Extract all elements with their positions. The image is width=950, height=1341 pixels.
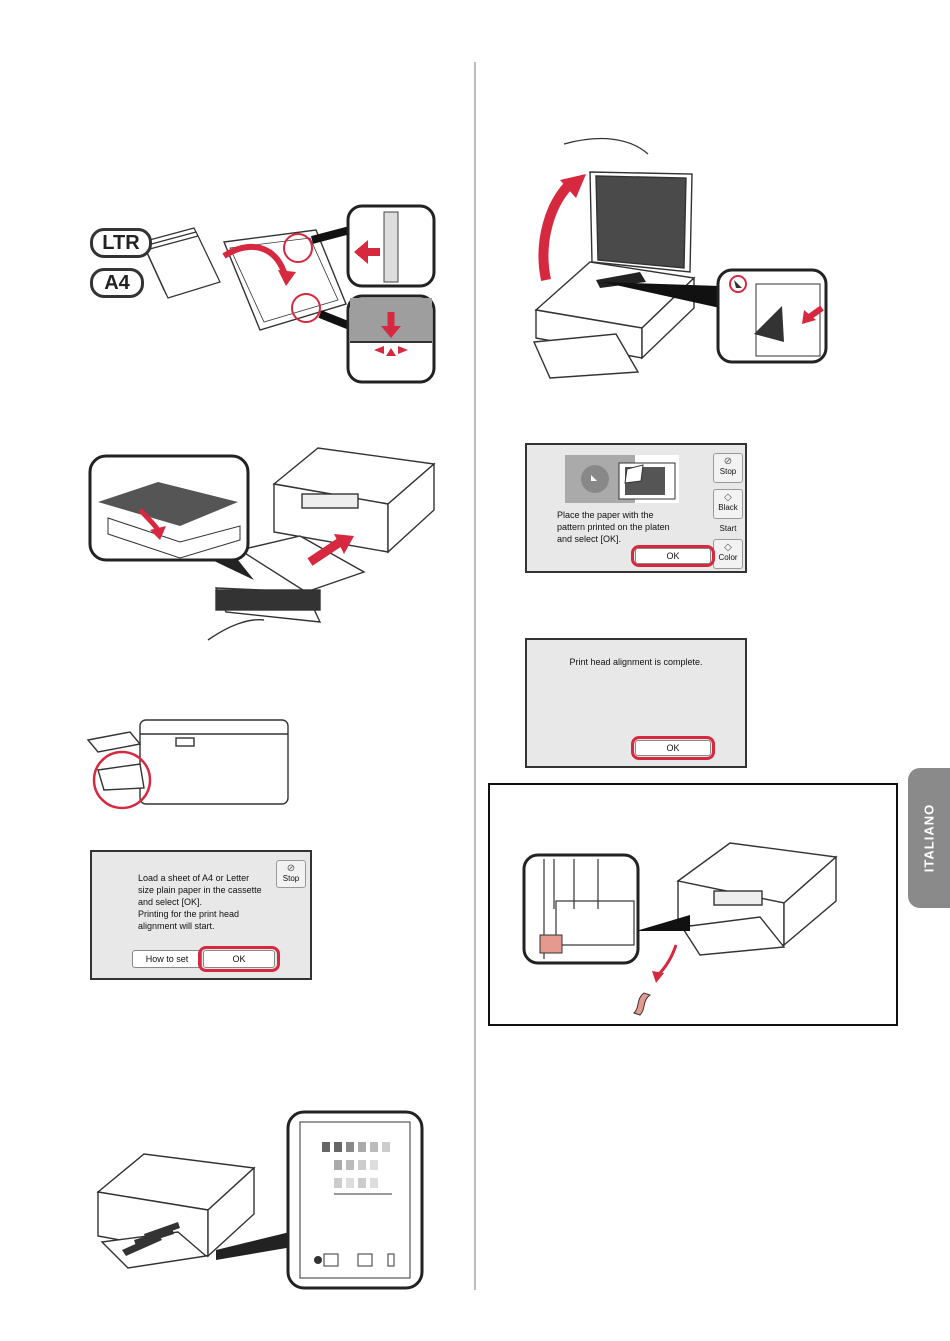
stop-button[interactable]: ⊘ Stop <box>276 860 306 888</box>
load-message-line: Printing for the print head <box>138 909 240 919</box>
place-message: Place the paper with the pattern printed… <box>557 509 707 545</box>
lcd-complete-screen: Print head alignment is complete. OK <box>525 638 747 768</box>
place-message-line: Place the paper with the <box>557 510 654 520</box>
place-message-line: and select [OK]. <box>557 534 622 544</box>
ok-highlight-ring <box>631 736 715 760</box>
load-message-line: Load a sheet of A4 or Letter <box>138 873 250 883</box>
load-message-line: alignment will start. <box>138 921 215 931</box>
color-label: Color <box>718 553 738 562</box>
a4-label: A4 <box>90 268 144 298</box>
stop-icon: ⊘ <box>286 863 296 874</box>
load-paper-drawing <box>141 204 436 384</box>
tape-removal-drawing <box>522 842 838 1016</box>
illustration-print-pattern <box>88 1110 428 1292</box>
guide-circle-icon <box>283 233 313 263</box>
ok-button[interactable]: OK <box>635 548 711 564</box>
illustration-insert-cassette <box>88 442 440 650</box>
cassette-icon <box>214 535 366 623</box>
illustration-open-lid <box>520 132 830 380</box>
illustration-load-paper: LTR A4 <box>84 200 440 390</box>
tape-icon <box>539 934 563 954</box>
how-to-set-button[interactable]: How to set <box>132 950 202 968</box>
paper-out-icon <box>122 1222 180 1256</box>
lift-arrow-icon <box>538 178 576 282</box>
a4-text: A4 <box>104 272 130 294</box>
ok-highlight-ring <box>198 946 280 972</box>
load-message-line: and select [OK]. <box>138 897 203 907</box>
open-lid-drawing <box>532 137 828 379</box>
start-color-icon: ◇ <box>724 542 732 553</box>
paper-stack-icon <box>141 227 221 299</box>
black-start-button[interactable]: ◇ Black <box>713 489 743 519</box>
load-message: Load a sheet of A4 or Letter size plain … <box>138 872 278 932</box>
printer-icon <box>96 1153 256 1269</box>
stop-icon: ⊘ <box>723 456 733 467</box>
insert-cassette-drawing <box>88 447 436 641</box>
language-tab-label: ITALIANO <box>921 803 937 873</box>
platen-guide-drawing <box>565 455 676 503</box>
language-tab: ITALIANO <box>908 768 950 908</box>
start-label: Start <box>719 524 737 533</box>
arrow-down-icon <box>656 944 678 977</box>
lcd-load-paper-screen: Load a sheet of A4 or Letter size plain … <box>90 850 312 980</box>
color-start-button[interactable]: ◇ Color <box>713 539 743 569</box>
complete-message: Print head alignment is complete. <box>569 657 703 667</box>
ok-button[interactable]: OK <box>635 740 711 756</box>
guide-circle-icon <box>291 293 321 323</box>
stop-label: Stop <box>719 467 737 476</box>
place-message-line: pattern printed on the platen <box>557 522 670 532</box>
tray-circle-icon <box>92 750 152 810</box>
tape-removal-frame <box>488 783 898 1026</box>
ok-highlight-ring <box>631 545 715 567</box>
start-black-icon: ◇ <box>724 492 732 503</box>
platen-guide-image <box>565 455 679 503</box>
hand-icon <box>207 619 265 641</box>
output-tray-drawing <box>86 719 289 810</box>
ltr-text: LTR <box>102 232 140 254</box>
load-message-line: size plain paper in the cassette <box>138 885 262 895</box>
stop-button[interactable]: ⊘ Stop <box>713 453 743 483</box>
printer-icon <box>272 447 436 554</box>
cassette-icon <box>223 229 347 331</box>
alignment-pattern-icon <box>314 1142 395 1267</box>
ltr-label: LTR <box>90 228 152 258</box>
tape-strip-icon <box>633 992 652 1016</box>
illustration-output-tray <box>84 712 294 812</box>
black-label: Black <box>718 503 738 512</box>
push-arrow-icon <box>307 538 343 566</box>
scanner-lid-icon <box>589 171 693 273</box>
printer-icon <box>676 842 838 956</box>
insert-arrow-icon <box>222 243 287 274</box>
corner-mark-icon <box>729 275 747 293</box>
print-pattern-drawing <box>96 1110 424 1290</box>
printer-side-icon <box>86 719 289 805</box>
hand-icon <box>563 137 649 155</box>
column-divider <box>474 62 476 1290</box>
corner-arrow-icon <box>591 475 597 481</box>
ok-button[interactable]: OK <box>203 950 275 968</box>
stop-label: Stop <box>282 874 300 883</box>
lcd-place-paper-screen: Place the paper with the pattern printed… <box>525 443 747 573</box>
